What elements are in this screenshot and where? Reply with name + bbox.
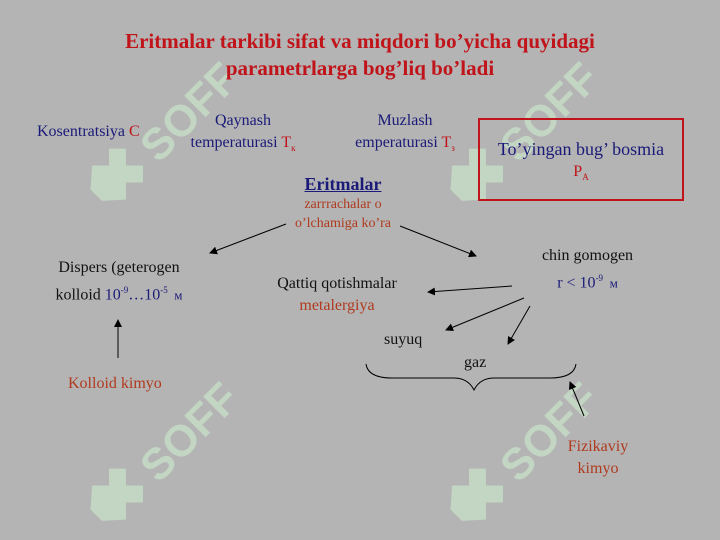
arrow-to-suyuq [445, 297, 525, 332]
bug-bosim-symbol: PA [573, 163, 589, 183]
fizikaviy-line-1: Fizikaviy [567, 438, 629, 455]
bug-bosim-box [478, 118, 684, 201]
qattiq-line-2: metalergiya [299, 297, 375, 314]
bug-bosim-line-1: To’yingan bug’ bosmia [497, 139, 665, 159]
param-kosentratsiya: Kosentratsiya C [37, 121, 140, 143]
arrow-to-dispers [209, 223, 287, 255]
arrow-to-qattiq [427, 285, 513, 296]
kolloid-kimyo-label: Kolloid kimyo [68, 375, 162, 392]
dispers-node: Dispers (geterogen kolloid 10-9…10-5 м [28, 257, 210, 306]
title-line-2: parametrlarga bog’liq bo’ladi [225, 56, 495, 80]
center-subtitle-line-2: o’lchamiga ko’ra [294, 216, 391, 231]
fizikaviy-line-2: kimyo [577, 460, 619, 477]
dispers-line-2: kolloid 10-9…10-5 м [55, 285, 183, 304]
arrow-fizikaviy-up [568, 381, 585, 417]
qattiq-line-1: Qattiq qotishmalar [277, 275, 397, 292]
muzlash-line-1: Muzlash [377, 112, 433, 129]
suyuq-label: suyuq [384, 331, 423, 348]
param-qaynash: Qaynash temperaturasi Tк [178, 110, 308, 159]
center-subtitle-line-1: zarrrachalar o [304, 197, 382, 212]
center-heading: Eritmalar [304, 174, 382, 194]
slide-title: Eritmalar tarkibi sifat va miqdori bo’yi… [60, 28, 660, 82]
arrow-to-chin [399, 225, 477, 258]
title-line-1: Eritmalar tarkibi sifat va miqdori bo’yi… [125, 29, 595, 53]
chin-node: chin gomogen r < 10-9 м [520, 245, 655, 294]
chin-line-1: chin gomogen [541, 247, 634, 264]
param-muzlash: Muzlash emperaturasi Tз [340, 110, 470, 159]
muzlash-line-2: emperaturasi Tз [355, 134, 455, 154]
brace-suyuq-gaz [365, 363, 577, 392]
param-bug-bosim: To’yingan bug’ bosmia PA [480, 137, 682, 187]
center-subtitle: zarrrachalar o o’lchamiga ko’ra [268, 195, 418, 233]
qaynash-line-1: Qaynash [215, 112, 271, 129]
gaz-label: gaz [464, 354, 487, 371]
dispers-line-1: Dispers (geterogen [58, 259, 180, 276]
fizikaviy-kimyo-label: Fizikaviy kimyo [548, 436, 648, 480]
chin-line-2: r < 10-9 м [557, 273, 618, 292]
kosentratsiya-symbol: C [128, 123, 140, 140]
qattiq-node: Qattiq qotishmalar metalergiya [262, 273, 412, 317]
qaynash-line-2: temperaturasi Tк [190, 134, 296, 154]
kosentratsiya-label: Kosentratsiya [37, 123, 129, 140]
arrow-to-gaz [507, 305, 531, 345]
